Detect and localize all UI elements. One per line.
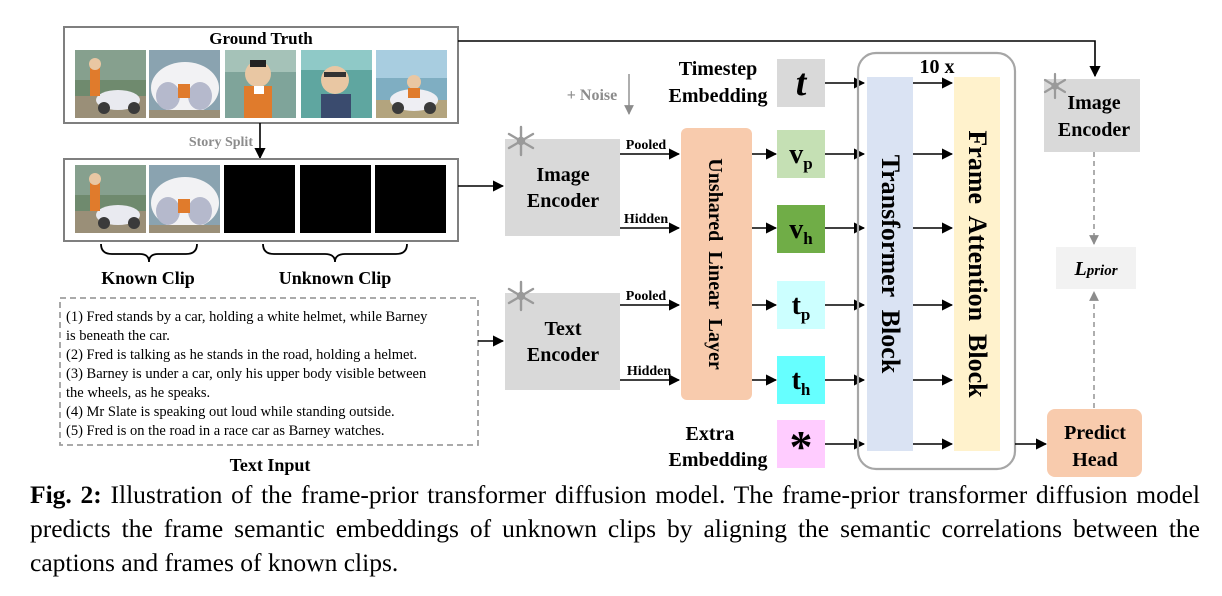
caption-line-7: (5) Fred is on the road in a race car as… xyxy=(66,423,384,439)
unknown-clip-label: Unknown Clip xyxy=(279,268,392,288)
loss-box xyxy=(1056,247,1136,289)
svg-text:th: th xyxy=(792,365,811,399)
text-input-box xyxy=(59,297,479,446)
ground-truth-frame-5 xyxy=(376,50,447,118)
caption-line-4: (3) Barney is under a car, only his uppe… xyxy=(66,366,427,382)
noise-label: + Noise xyxy=(567,87,617,104)
timestep-label-2: Embedding xyxy=(669,85,768,107)
image-encoder-label-2: Encoder xyxy=(527,190,599,212)
text-encoder: Text Encoder xyxy=(505,293,620,390)
snowflake-icon xyxy=(1043,72,1067,100)
image-encoder-right-box xyxy=(1044,79,1140,152)
caption-line-1: (1) Fred stands by a car, holding a whit… xyxy=(66,309,428,325)
predict-head: Predict Head xyxy=(1047,409,1142,477)
image-encoder-label-1: Image xyxy=(536,164,589,186)
figure-label: Fig. 2: xyxy=(30,480,102,509)
snowflake-icon xyxy=(507,280,535,312)
ground-truth-frame-1 xyxy=(75,50,146,118)
split-clip-group xyxy=(63,158,459,242)
repeat-label: 10 x xyxy=(920,56,955,78)
extra-label-1: Extra xyxy=(686,423,735,445)
timestep-label-1: Timestep xyxy=(679,58,758,80)
predict-head-label-2: Head xyxy=(1072,449,1118,471)
extra-token xyxy=(777,420,825,468)
transformer-block-box xyxy=(867,77,913,451)
ground-truth-title: Ground Truth xyxy=(209,29,313,48)
svg-text:vp: vp xyxy=(789,139,812,173)
timestep-token xyxy=(777,59,825,107)
text-input-group: (1) Fred stands by a car, holding a whit… xyxy=(59,297,479,475)
text-hidden-label: Hidden xyxy=(627,364,672,379)
caption-line-3: (2) Fred is talking as he stands in the … xyxy=(66,347,417,363)
extra-label-2: Embedding xyxy=(669,449,768,471)
text-encoder-label-1: Text xyxy=(544,318,581,340)
image-encoder-right: Image Encoder xyxy=(1044,79,1140,152)
predict-head-box xyxy=(1047,409,1142,477)
image-encoder-box xyxy=(505,139,620,236)
unknown-frame-2 xyxy=(300,165,371,233)
diagram: Ground Truth xyxy=(59,26,1142,477)
ground-truth-frame-3 xyxy=(225,50,296,118)
loss-label: Lprior xyxy=(1073,258,1117,280)
repeat-container xyxy=(856,51,1017,471)
known-frame-2 xyxy=(149,165,220,233)
svg-text:vh: vh xyxy=(789,214,813,248)
unshared-linear-layer: Unshared Linear Layer xyxy=(681,128,752,400)
image-pooled-label: Pooled xyxy=(626,138,667,153)
frame-attention-label: Frame Attention Block xyxy=(963,130,992,398)
token-vh: vh xyxy=(777,205,825,253)
text-pooled-label: Pooled xyxy=(626,289,667,304)
ground-truth-frame-4 xyxy=(301,50,372,118)
predict-head-label-1: Predict xyxy=(1064,422,1126,444)
text-input-title: Text Input xyxy=(230,455,311,475)
text-encoder-label-2: Encoder xyxy=(527,344,599,366)
frame-attention-box xyxy=(954,77,1000,451)
ground-truth-group: Ground Truth xyxy=(63,26,459,124)
known-frame-1 xyxy=(75,165,146,233)
transformer-block-label: Transformer Block xyxy=(876,155,905,374)
caption-line-2: is beneath the car. xyxy=(66,328,170,344)
timestep-symbol: t xyxy=(796,62,808,104)
text-encoder-box xyxy=(505,293,620,390)
figure-caption-text: Illustration of the frame-prior transfor… xyxy=(30,480,1200,577)
token-tp: tp xyxy=(777,281,825,329)
ground-truth-frame-2 xyxy=(149,50,220,118)
ground-truth-to-image-encoder-arrow xyxy=(458,40,1101,78)
image-hidden-label: Hidden xyxy=(624,212,669,227)
image-encoder: Image Encoder xyxy=(505,139,620,236)
unknown-clip-bracket xyxy=(262,243,408,263)
figure-caption: Fig. 2: Illustration of the frame-prior … xyxy=(30,478,1200,580)
known-clip-bracket xyxy=(100,243,198,263)
caption-line-5: the wheels, as he speaks. xyxy=(66,385,210,401)
image-encoder-right-label-1: Image xyxy=(1067,92,1120,114)
linear-layer-box xyxy=(681,128,752,400)
caption-line-6: (4) Mr Slate is speaking out loud while … xyxy=(66,404,395,420)
extra-symbol: * xyxy=(790,421,813,472)
story-split-label: Story Split xyxy=(189,135,254,150)
token-th: th xyxy=(777,356,825,404)
frame-attention-block: Frame Attention Block xyxy=(954,77,1000,451)
token-vp: vp xyxy=(777,130,825,178)
image-encoder-right-label-2: Encoder xyxy=(1058,119,1130,141)
linear-layer-label: Unshared Linear Layer xyxy=(704,158,726,370)
svg-text:tp: tp xyxy=(792,290,811,324)
known-clip-label: Known Clip xyxy=(101,268,195,288)
transformer-block: Transformer Block xyxy=(867,77,913,451)
unknown-frame-1 xyxy=(224,165,295,233)
unknown-frame-3 xyxy=(375,165,446,233)
snowflake-icon xyxy=(507,125,535,157)
